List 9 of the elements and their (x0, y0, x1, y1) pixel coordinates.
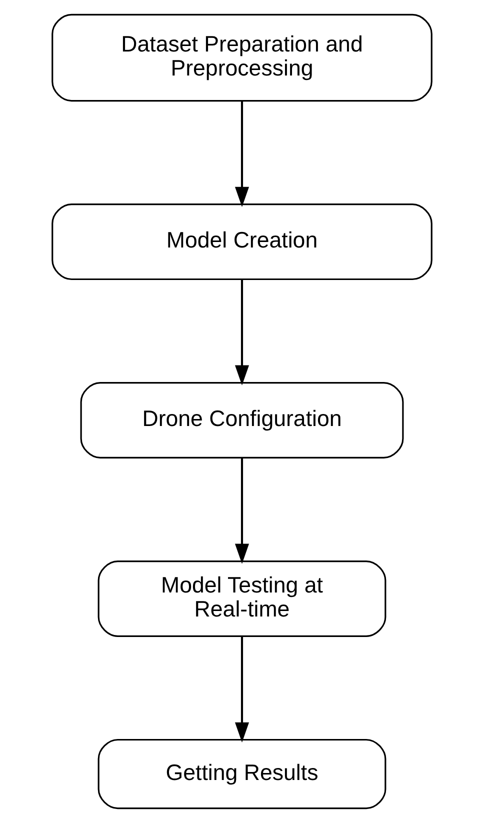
arrow (234, 100, 250, 207)
node-box: Dataset Preparation and Preprocessing (52, 14, 432, 102)
arrow (234, 279, 250, 386)
node-box: Getting Results (98, 738, 386, 810)
arrow (234, 458, 250, 564)
node-box: Drone Configuration (80, 382, 404, 458)
node-box: Model Creation (52, 204, 432, 280)
arrow (234, 636, 250, 742)
node-box: Model Testing at Real-time (98, 560, 386, 637)
